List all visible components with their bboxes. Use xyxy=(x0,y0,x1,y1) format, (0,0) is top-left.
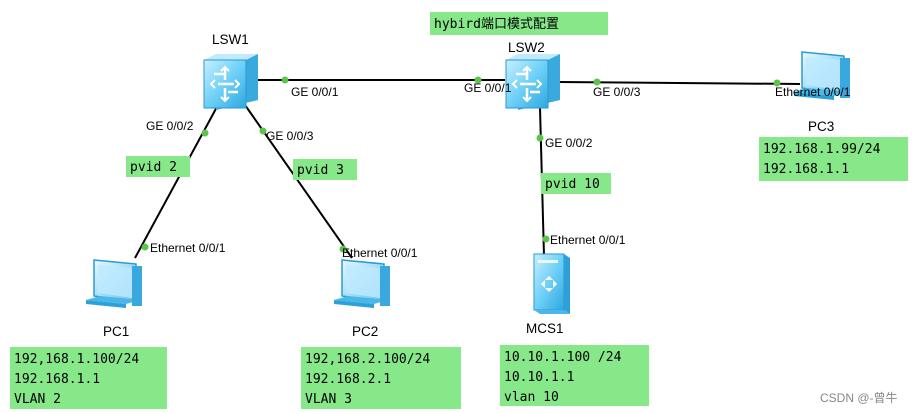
lsw1-switch[interactable] xyxy=(203,54,258,110)
port-label: Ethernet 0/0/1 xyxy=(342,246,418,260)
mcs1-label: MCS1 xyxy=(526,321,564,336)
port-dot xyxy=(259,127,267,135)
port-dot xyxy=(141,243,149,251)
port-label: Ethernet 0/0/1 xyxy=(150,241,226,255)
pc-icon xyxy=(334,259,390,308)
port-dot xyxy=(339,245,347,253)
port-label: Ethernet 0/0/1 xyxy=(550,233,626,247)
pc-icon xyxy=(794,51,850,100)
port-label: GE 0/0/1 xyxy=(291,85,339,99)
switch-icon xyxy=(505,54,560,110)
port-label: GE 0/0/1 xyxy=(464,81,512,95)
pc3-computer[interactable] xyxy=(794,51,850,100)
config-line: 192.168.1.1 xyxy=(14,372,100,387)
link-lsw1-pc2 xyxy=(244,104,353,259)
port-dot xyxy=(474,76,482,84)
config-note-pc3: 192.168.1.99/24 192.168.1.1 xyxy=(759,137,908,181)
pvid-note-bg xyxy=(126,156,190,177)
port-labels: GE 0/0/1 GE 0/0/1 GE 0/0/3 Ethernet 0/0/… xyxy=(146,81,851,260)
port-label: GE 0/0/2 xyxy=(146,119,194,133)
lsw1-label: LSW1 xyxy=(212,32,249,47)
port-label: GE 0/0/2 xyxy=(545,136,593,150)
title-note-bg xyxy=(430,12,608,35)
config-line: 192.168.2.1 xyxy=(305,372,391,387)
config-note-bg xyxy=(301,347,461,409)
pvid-note: pvid 3 xyxy=(297,163,344,178)
config-line: 10.10.1.100 /24 xyxy=(504,350,622,365)
config-line: 192,168.1.100/24 xyxy=(14,352,139,367)
switch-icon xyxy=(203,54,258,110)
port-dot xyxy=(542,235,550,243)
port-dot xyxy=(281,76,289,84)
config-note-mcs1: 10.10.1.100 /24 10.10.1.1 vlan 10 xyxy=(500,345,649,406)
mcs1-server[interactable] xyxy=(533,253,570,314)
port-label: GE 0/0/3 xyxy=(593,85,641,99)
pc3-label: PC3 xyxy=(808,119,834,134)
pc-icon xyxy=(86,259,142,308)
config-note-bg xyxy=(759,137,908,181)
diagram-title: hybird端口模式配置 xyxy=(434,17,559,32)
server-icon xyxy=(533,253,570,314)
port-label: Ethernet 0/0/1 xyxy=(775,85,851,99)
config-note-pc1: 192,168.1.100/24 192.168.1.1 VLAN 2 xyxy=(10,347,167,409)
port-dots xyxy=(141,76,781,253)
config-line: vlan 10 xyxy=(504,390,559,405)
pvid-notes: pvid 2 pvid 3 pvid 10 xyxy=(126,156,611,194)
config-note-pc2: 192,168.2.100/24 192.168.2.1 VLAN 3 xyxy=(301,347,461,409)
pc2-computer[interactable] xyxy=(334,259,390,308)
pvid-note: pvid 10 xyxy=(545,177,600,192)
pvid-note-bg xyxy=(293,159,357,180)
config-line: VLAN 3 xyxy=(305,392,352,407)
pc1-label: PC1 xyxy=(103,324,129,339)
lsw2-label: LSW2 xyxy=(508,40,545,55)
pc2-label: PC2 xyxy=(352,324,378,339)
config-line: 192.168.1.99/24 xyxy=(763,142,881,157)
watermark: CSDN @-曾牛 xyxy=(820,390,898,405)
pvid-note: pvid 2 xyxy=(130,160,177,175)
port-dot xyxy=(536,134,544,142)
port-dot xyxy=(773,79,781,87)
config-line: 10.10.1.1 xyxy=(504,370,574,385)
port-dot xyxy=(201,129,209,137)
lsw2-switch[interactable] xyxy=(505,54,560,110)
config-note-bg xyxy=(500,345,649,406)
config-line: 192.168.1.1 xyxy=(763,162,849,177)
port-label: GE 0/0/3 xyxy=(266,129,314,143)
pvid-note-bg xyxy=(541,173,611,194)
config-line: VLAN 2 xyxy=(14,392,61,407)
pc1-computer[interactable] xyxy=(86,259,142,308)
config-note-bg xyxy=(10,347,167,409)
port-dot xyxy=(593,78,601,86)
config-line: 192,168.2.100/24 xyxy=(305,352,430,367)
